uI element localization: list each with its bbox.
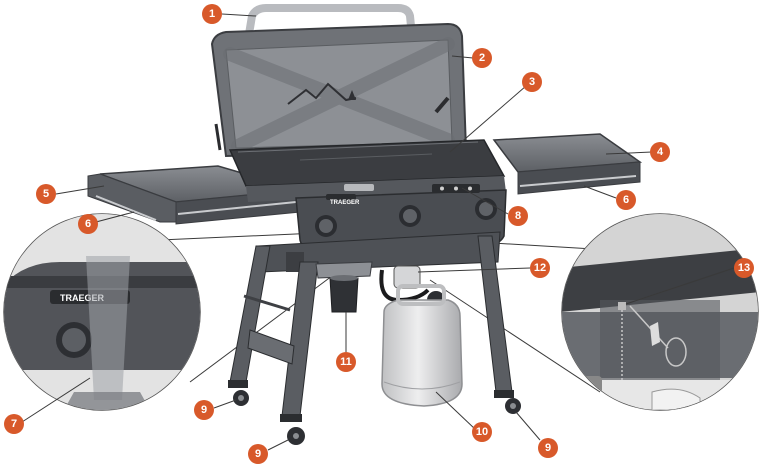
callout-9-right: 9	[538, 438, 558, 458]
svg-text:7: 7	[11, 418, 17, 430]
callout-13: 13	[734, 258, 754, 278]
callout-5: 5	[36, 184, 56, 204]
svg-text:13: 13	[738, 262, 750, 274]
leg-front-left	[230, 246, 270, 382]
svg-text:6: 6	[85, 218, 91, 230]
svg-text:11: 11	[340, 356, 352, 368]
svg-text:3: 3	[529, 76, 535, 88]
callout-6-left: 6	[78, 214, 98, 234]
leg-front-center	[282, 262, 318, 416]
svg-text:10: 10	[476, 426, 488, 438]
callout-4: 4	[650, 142, 670, 162]
callout-2: 2	[472, 48, 492, 68]
svg-text:12: 12	[534, 262, 546, 274]
callout-9-center: 9	[248, 444, 268, 464]
detail-circle-right	[560, 214, 760, 410]
grease-cup	[330, 278, 358, 312]
callout-12: 12	[530, 258, 550, 278]
svg-text:8: 8	[515, 210, 521, 222]
propane-tank	[382, 300, 462, 406]
svg-text:6: 6	[623, 194, 629, 206]
svg-text:9: 9	[201, 404, 207, 416]
brand-logo: TRAEGER	[330, 200, 360, 206]
callout-9-left: 9	[194, 400, 214, 420]
callout-8: 8	[508, 206, 528, 226]
svg-text:4: 4	[657, 146, 664, 158]
callout-11: 11	[336, 352, 356, 372]
detail-circle-left: TRAEGER	[0, 214, 210, 410]
callout-7: 7	[4, 414, 24, 434]
leg-front-right	[478, 236, 512, 392]
callout-3: 3	[522, 72, 542, 92]
svg-text:2: 2	[479, 52, 485, 64]
callout-1: 1	[202, 4, 222, 24]
callout-10: 10	[472, 422, 492, 442]
callout-6-right: 6	[616, 190, 636, 210]
svg-text:1: 1	[209, 8, 215, 20]
svg-text:9: 9	[255, 448, 261, 460]
brand-badge	[344, 184, 374, 191]
svg-text:5: 5	[43, 188, 49, 200]
svg-text:9: 9	[545, 442, 551, 454]
